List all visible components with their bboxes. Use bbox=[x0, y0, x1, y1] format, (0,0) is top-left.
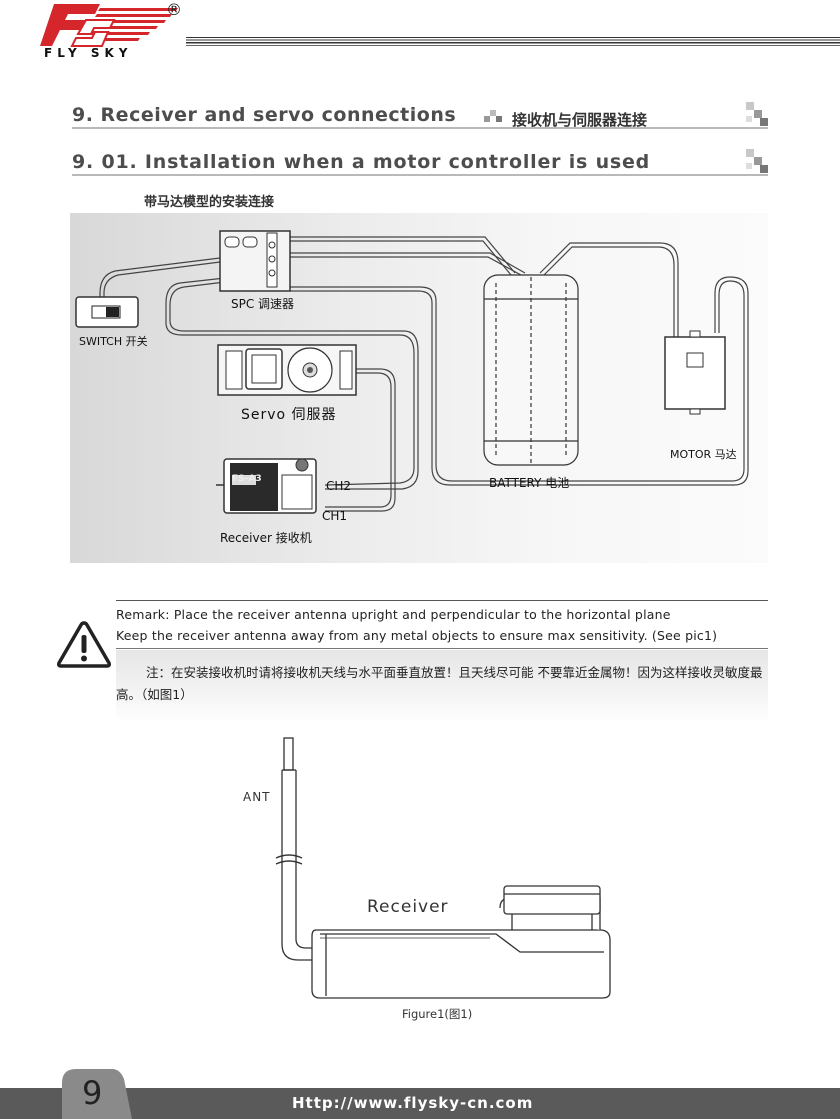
ch2-label: CH2 bbox=[326, 479, 352, 493]
remark-line-1: Remark: Place the receiver antenna uprig… bbox=[116, 607, 671, 622]
registered-mark: ® bbox=[166, 0, 182, 19]
subsection-rule bbox=[72, 174, 768, 176]
subsection-title: 9. 01. Installation when a motor control… bbox=[72, 151, 651, 173]
ch1-label: CH1 bbox=[322, 509, 348, 523]
logo-fs-mark bbox=[40, 4, 100, 46]
motor-device bbox=[664, 330, 726, 415]
spc-controller bbox=[219, 230, 291, 292]
footer-bar bbox=[0, 1088, 840, 1119]
section-rule bbox=[72, 127, 768, 129]
page-number: 9 bbox=[82, 1074, 103, 1112]
section-title-cn: 接收机与伺服器连接 bbox=[512, 111, 648, 129]
figure-receiver-antenna bbox=[275, 737, 611, 999]
receiver-body bbox=[311, 885, 611, 999]
remark-mid-rule bbox=[116, 648, 768, 649]
page-number-tab bbox=[62, 1069, 132, 1119]
figure-caption: Figure1(图1) bbox=[402, 1007, 473, 1021]
header-rule-lines bbox=[186, 37, 840, 46]
pixel-deco-icon bbox=[746, 149, 768, 173]
spc-label: SPC 调速器 bbox=[231, 297, 295, 311]
pixel-deco-icon bbox=[484, 110, 502, 122]
brand-text: FLY SKY bbox=[44, 46, 133, 60]
ant-label: ANT bbox=[243, 790, 271, 804]
switch-label: SWITCH 开关 bbox=[79, 335, 148, 348]
battery-pack bbox=[483, 274, 579, 466]
logo-s-mark bbox=[70, 19, 116, 47]
pixel-deco-icon bbox=[746, 102, 768, 126]
subsection-title-cn: 带马达模型的安装连接 bbox=[144, 195, 275, 210]
wiring-diagram bbox=[75, 230, 749, 514]
antenna-tip bbox=[283, 737, 294, 771]
motor-label: MOTOR 马达 bbox=[670, 448, 737, 461]
receiver-device bbox=[216, 458, 317, 514]
remark-top-rule bbox=[116, 600, 768, 601]
warning-icon bbox=[57, 621, 111, 668]
servo-label: Servo 伺服器 bbox=[241, 407, 337, 423]
receiver-label: Receiver 接收机 bbox=[220, 531, 312, 545]
remark-line-2: Keep the receiver antenna away from any … bbox=[116, 628, 718, 643]
battery-label: BATTERY 电池 bbox=[489, 476, 570, 490]
wiring-diagram-background bbox=[70, 213, 768, 563]
footer-url: Http://www.flysky-cn.com bbox=[292, 1094, 534, 1112]
cn-note-background bbox=[116, 650, 768, 722]
remark-note-cn: 注：在安装接收机时请将接收机天线与水平面垂直放置！且天线尽可能 不要靠近金属物！… bbox=[116, 665, 763, 702]
servo-device bbox=[217, 344, 357, 396]
switch-device bbox=[75, 296, 139, 328]
section-title: 9. Receiver and servo connections bbox=[72, 104, 457, 126]
flysky-logo bbox=[40, 4, 178, 47]
antenna-cable bbox=[281, 770, 318, 961]
wiring-cables bbox=[99, 236, 749, 512]
figure-receiver-label: Receiver bbox=[367, 897, 449, 917]
receiver-module-text: FS-A3 bbox=[232, 474, 262, 484]
